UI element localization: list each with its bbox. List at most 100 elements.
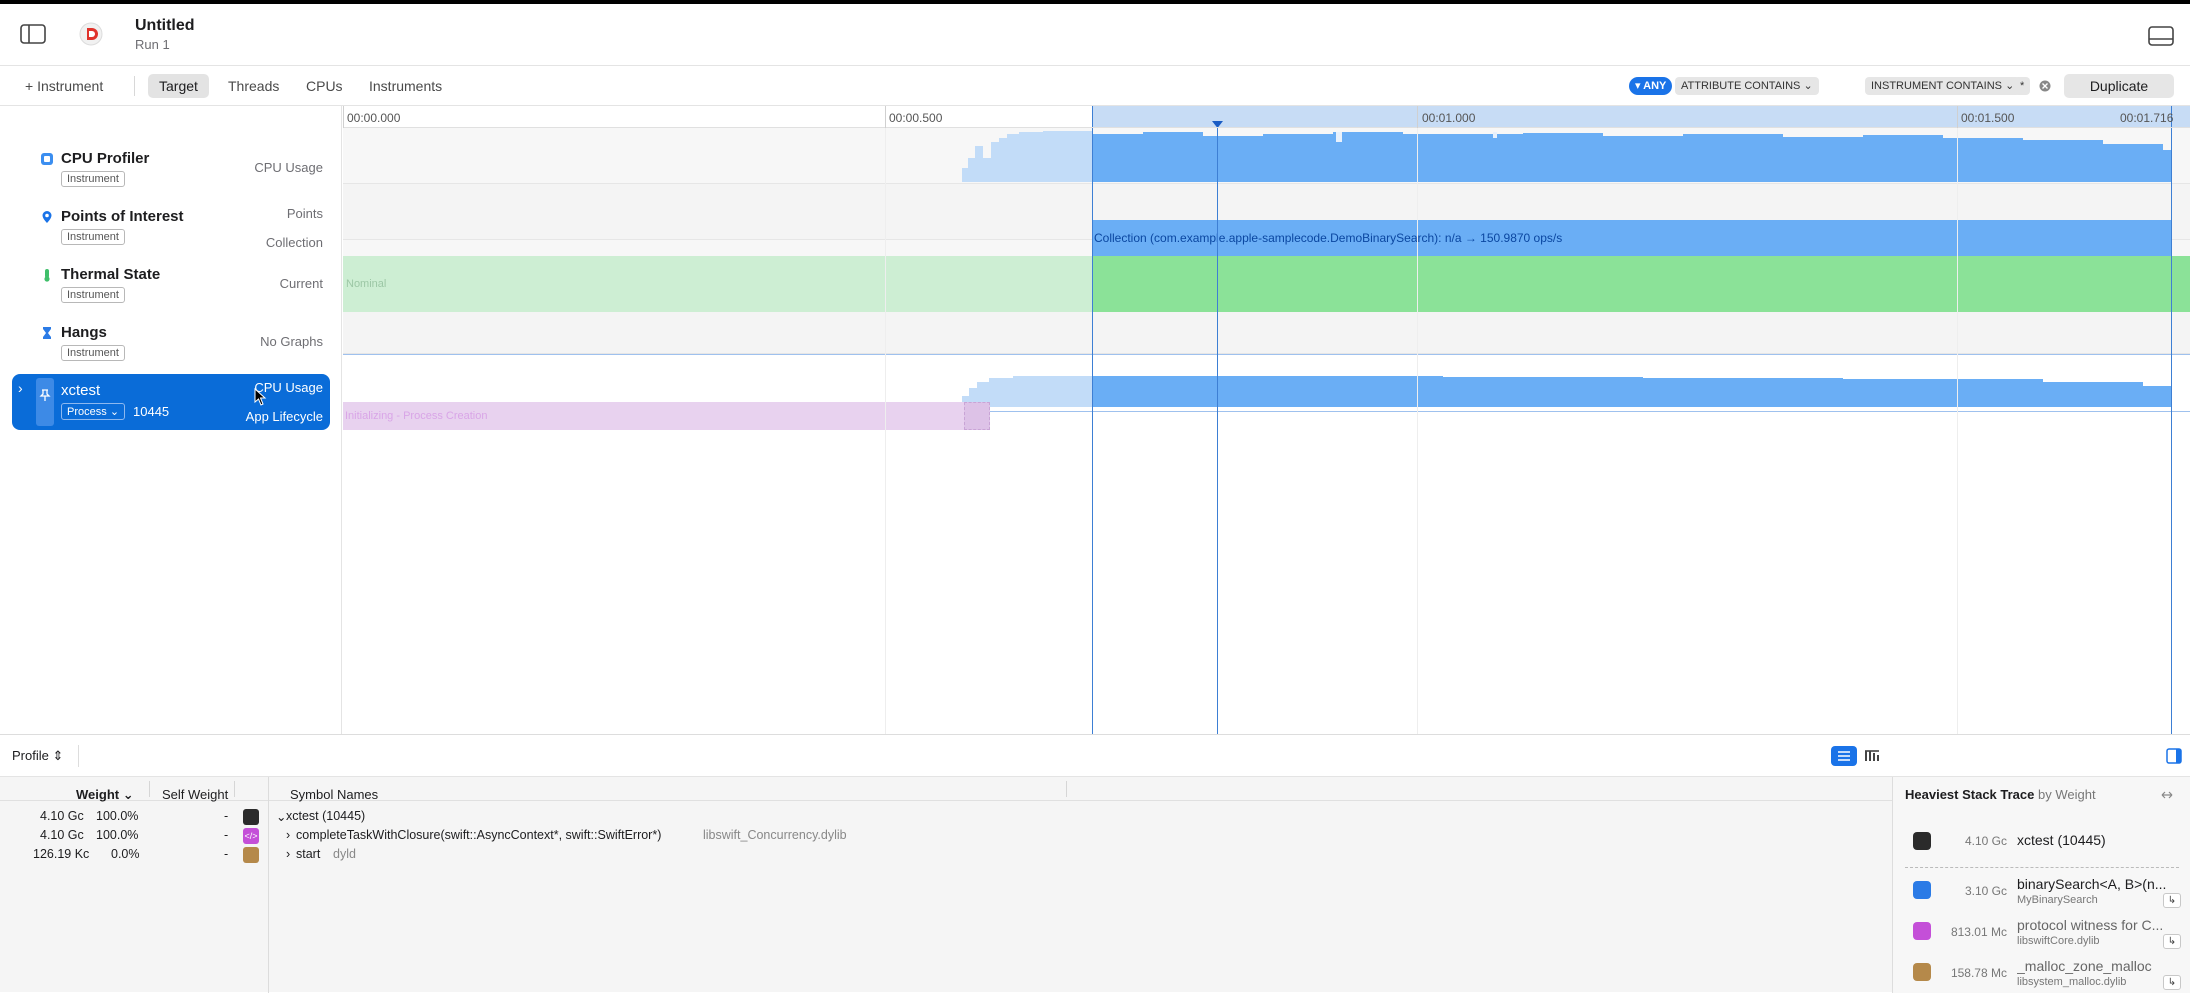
tab-target[interactable]: Target [148,74,209,98]
detail-area: Profile ⇕ Weight ⌄ Self Weight Symbol Na… [0,734,2190,993]
app-lifecycle-marker [964,402,990,430]
clear-filter-icon[interactable] [2037,78,2053,94]
column-header-row [0,777,1892,801]
tab-threads[interactable]: Threads [228,78,280,94]
weight-cell: 4.10 Gc [40,809,84,823]
process-badge[interactable]: Process ⌄ [61,403,126,420]
track-name: Thermal State [61,266,161,283]
heaviest-symbol: binarySearch<A, B>(n... [2017,876,2167,892]
tab-instruments[interactable]: Instruments [369,78,443,94]
self-weight-cell: - [224,847,229,861]
table-row[interactable]: 126.19 Kc 0.0% - › start dyld [0,845,1892,864]
playhead-handle-icon[interactable] [1212,121,1223,129]
ruler-tick [1957,106,1958,128]
thermal-nominal-band [1092,256,2190,312]
heaviest-weight: 4.10 Gc [1964,834,2007,848]
heaviest-row[interactable]: 3.10 Gc binarySearch<A, B>(n... MyBinary… [1893,873,2190,913]
column-divider [1066,781,1067,797]
profile-select[interactable]: Profile ⇕ [12,748,64,763]
cpu-profiler-icon [41,153,53,165]
app-lifecycle-initializing[interactable] [343,402,990,430]
sidebar-toggle-icon[interactable] [20,23,46,45]
flame-graph-view-icon[interactable] [1860,746,1884,766]
weight-cell: 126.19 Kc [33,847,90,861]
stack-jump-button[interactable]: ↳ [2163,975,2181,990]
instrument-badge: Instrument [61,229,125,245]
disclosure-chevron-icon[interactable]: › [286,828,291,842]
xctest-cpu-graph [962,376,2171,407]
graph-label-no-graphs: No Graphs [260,334,323,349]
library-icon [1913,963,1931,981]
attribute-contains-chip[interactable]: ATTRIBUTE CONTAINS ⌄ [1675,77,1819,95]
symbol-name-cell: completeTaskWithClosure(swift::AsyncCont… [296,828,662,842]
ruler-label: 00:00.000 [347,111,401,125]
code-icon [1913,922,1931,940]
track-cpu-profiler[interactable]: CPU Profiler Instrument CPU Usage [12,142,330,198]
hourglass-icon [43,327,51,339]
selection-start-line[interactable] [1092,106,1093,734]
ruler-selection[interactable] [1092,106,2190,128]
chevron-down-icon: ⌄ [1803,80,1813,92]
process-icon [243,809,259,825]
heaviest-row[interactable]: 158.78 Mc _malloc_zone_malloc libsystem_… [1893,955,2190,995]
stack-jump-button[interactable]: ↳ [2163,893,2181,908]
chevron-right-icon[interactable]: › [18,380,23,396]
track-name: Points of Interest [61,208,184,225]
track-thermal-state[interactable]: Thermal State Instrument Current [12,258,330,314]
ruler-tick [1417,106,1418,128]
inspector-toggle-icon[interactable] [2166,748,2182,764]
selection-end-line[interactable] [2171,106,2172,734]
instrument-value-chip[interactable]: * [2014,77,2031,95]
track-hangs[interactable]: Hangs Instrument No Graphs [12,316,330,372]
timeline[interactable]: Collection (com.example.apple-samplecode… [343,106,2190,734]
poi-collection-interval[interactable] [1092,220,2172,258]
time-ruler[interactable]: 00:00.000 00:00.500 00:01.000 00:01.500 … [343,106,2190,128]
weight-column-header[interactable]: Weight ⌄ [76,787,134,802]
add-instrument-button[interactable]: + Instrument [25,78,104,94]
ruler-tick [343,106,344,128]
pin-icon [39,389,51,401]
tab-cpus[interactable]: CPUs [306,78,343,94]
detail-panel-toggle-icon[interactable] [2148,25,2174,47]
call-tree-view-icon[interactable] [1831,746,1857,766]
table-row[interactable]: 4.10 Gc 100.0% - ⌄ xctest (10445) [0,807,1892,826]
poi-collection-label: Collection (com.example.apple-samplecode… [1094,231,1563,245]
heaviest-library: MyBinarySearch [2017,894,2098,906]
weight-cell: 4.10 Gc [40,828,84,842]
heaviest-row[interactable]: 4.10 Gc xctest (10445) [1893,823,2190,863]
duplicate-button[interactable]: Duplicate [2064,74,2174,98]
expand-icon[interactable] [2159,787,2175,803]
record-icon[interactable] [78,21,104,47]
stack-jump-button[interactable]: ↳ [2163,934,2181,949]
disclosure-chevron-icon[interactable]: › [286,847,291,861]
cpu-usage-graph [955,131,2171,182]
table-row[interactable]: 4.10 Gc 100.0% - </> › completeTaskWithC… [0,826,1892,845]
heaviest-library: libsystem_malloc.dylib [2017,976,2127,988]
instrument-badge: Instrument [61,345,125,361]
thermal-nominal-label: Nominal [346,278,387,290]
gridline [885,128,886,734]
app-lifecycle-label: Initializing - Process Creation [345,410,488,422]
graph-label-points: Points [286,206,323,221]
track-xctest[interactable]: › xctest Process ⌄ 10445 CPU Usage App L… [12,374,330,430]
instrument-contains-chip[interactable]: INSTRUMENT CONTAINS ⌄ [1865,77,2021,95]
graph-label-collection: Collection [265,235,323,250]
heaviest-symbol: protocol witness for C... [2017,917,2164,933]
self-weight-column-header[interactable]: Self Weight [162,787,229,802]
graph-label-cpu-usage: CPU Usage [254,160,323,175]
heaviest-stack-trace-panel: Heaviest Stack Trace by Weight 4.10 Gc x… [1892,777,2190,993]
heaviest-row[interactable]: 813.01 Mc protocol witness for C... libs… [1893,914,2190,954]
symbol-names-column-header[interactable]: Symbol Names [290,787,379,802]
weight-percent-cell: 0.0% [111,847,140,861]
document-title: Untitled [135,17,195,34]
ruler-label: 00:00.500 [889,111,943,125]
ruler-label: 00:01.500 [1961,111,2015,125]
symbol-name-cell: start [296,847,321,861]
expand-chevron-icon[interactable]: ⌄ [276,810,287,824]
ruler-label: 00:01.000 [1422,111,1476,125]
process-pid: 10445 [133,404,170,419]
playhead-line[interactable] [1217,122,1218,734]
filter-any-chip[interactable]: ▾ ANY [1629,77,1673,95]
library-icon [243,847,259,863]
track-points-of-interest[interactable]: Points of Interest Instrument Points Col… [12,200,330,256]
